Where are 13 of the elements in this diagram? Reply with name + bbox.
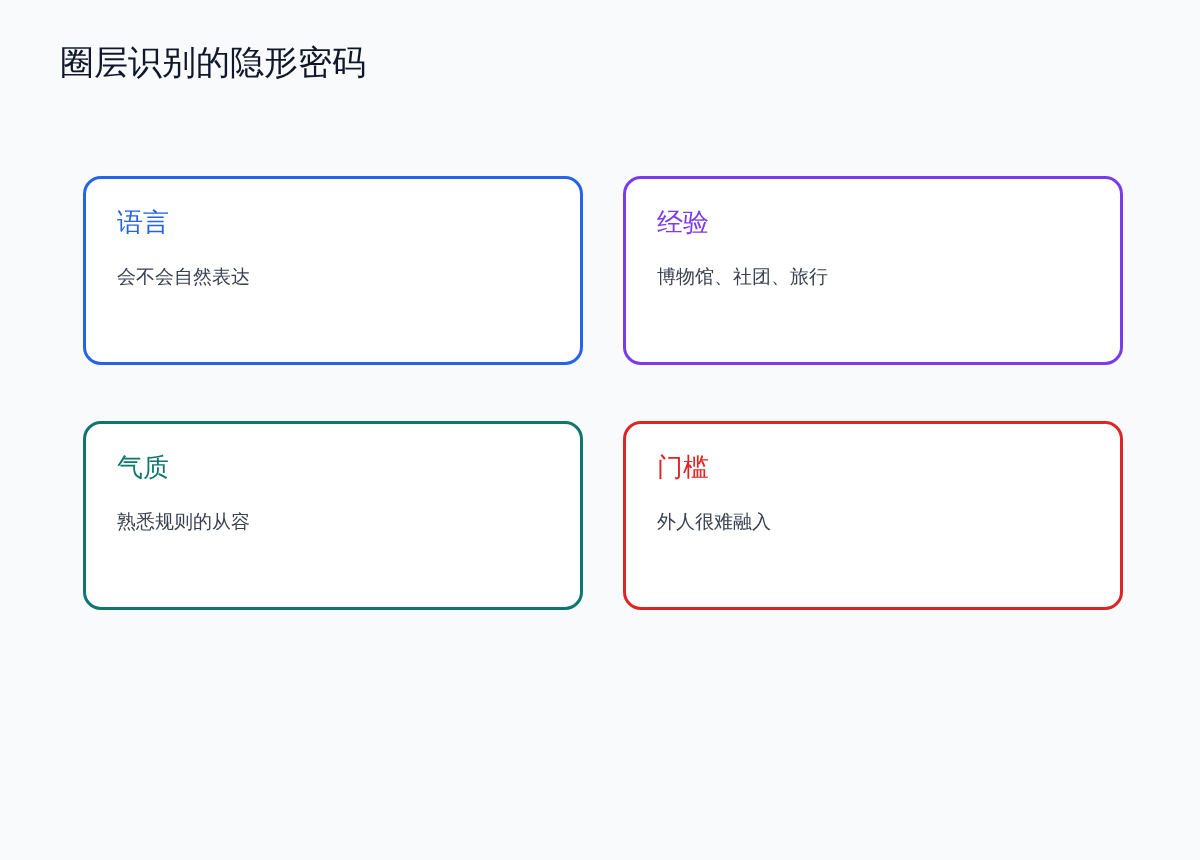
card-text: 熟悉规则的从容 <box>117 509 250 534</box>
card-heading: 门槛 <box>657 451 709 484</box>
card-heading: 气质 <box>117 451 169 484</box>
title: 圈层识别的隐形密码 <box>60 41 366 84</box>
card <box>623 176 1123 365</box>
card <box>83 176 583 365</box>
card <box>83 421 583 610</box>
card-text: 外人很难融入 <box>657 509 771 534</box>
card-heading: 经验 <box>657 206 709 239</box>
card-text: 博物馆、社团、旅行 <box>657 264 828 289</box>
card-text: 会不会自然表达 <box>117 264 250 289</box>
card <box>623 421 1123 610</box>
card-heading: 语言 <box>117 206 169 239</box>
